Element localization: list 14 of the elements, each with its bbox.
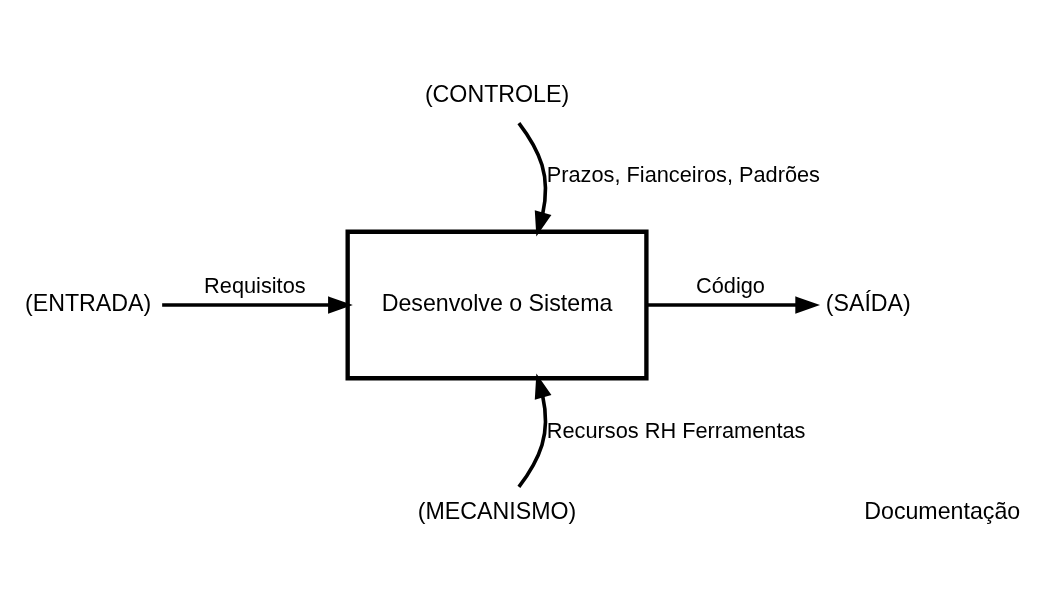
node-text: (MECANISMO) bbox=[417, 497, 577, 524]
label: Documentação bbox=[864, 497, 1021, 524]
node-text: (CONTROLE) bbox=[424, 80, 570, 107]
edge-label: Requisitos bbox=[204, 272, 306, 298]
arrow bbox=[517, 373, 552, 488]
arrow bbox=[162, 295, 353, 314]
arrow bbox=[517, 121, 552, 236]
edge-label: Recursos RH Ferramentas bbox=[546, 417, 806, 443]
edge-label: Prazos, Fianceiros, Padrões bbox=[546, 161, 820, 187]
edge-label: Código bbox=[696, 272, 765, 298]
node-text: (SAÍDA) bbox=[825, 289, 911, 316]
node-text: (ENTRADA) bbox=[24, 289, 152, 316]
node-box: Desenvolve o Sistema bbox=[345, 229, 649, 380]
arrow bbox=[646, 295, 821, 314]
